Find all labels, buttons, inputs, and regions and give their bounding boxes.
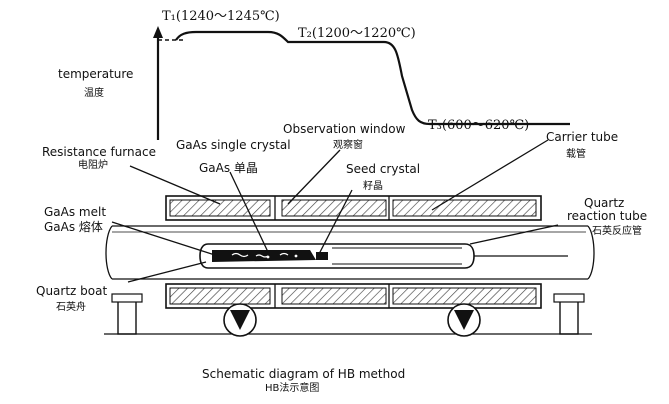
temperature-curve bbox=[175, 30, 570, 126]
label-gaas-single-crystal: GaAs single crystal bbox=[176, 138, 291, 152]
label-seed-crystal-cn: 籽晶 bbox=[363, 180, 383, 192]
label-observation-window: Observation window bbox=[283, 122, 406, 136]
label-gaas-single-crystal-cn: GaAs 单晶 bbox=[199, 161, 258, 175]
lower-furnace bbox=[165, 283, 542, 309]
label-carrier-tube: Carrier tube bbox=[546, 130, 618, 144]
seed-crystal bbox=[316, 252, 328, 260]
label-quartz-reaction-tube-cn: 石英反应管 bbox=[592, 224, 642, 237]
leader-lines bbox=[111, 139, 559, 283]
caption-title-cn: HB法示意图 bbox=[265, 381, 319, 394]
t3-label: T₃(600～620℃) bbox=[428, 118, 529, 133]
upper-furnace bbox=[165, 195, 542, 221]
temperature-axis-arrow bbox=[153, 26, 163, 38]
label-quartz-reaction-tube-1: Quartz bbox=[584, 196, 624, 210]
t1-label: T₁(1240～1245℃) bbox=[162, 9, 280, 24]
label-resistance-furnace-cn: 电阻炉 bbox=[78, 158, 108, 171]
temperature-axis-label-cn: 温度 bbox=[84, 86, 104, 99]
furnace-wheels bbox=[223, 303, 481, 337]
label-observation-window-cn: 观察窗 bbox=[333, 138, 363, 151]
temperature-axis-label: temperature bbox=[58, 67, 133, 81]
temperature-profile bbox=[153, 26, 570, 140]
label-gaas-melt-cn: GaAs 熔体 bbox=[44, 219, 103, 234]
label-gaas-melt: GaAs melt bbox=[44, 205, 106, 219]
label-carrier-tube-cn: 载管 bbox=[566, 147, 586, 160]
label-quartz-boat-cn: 石英舟 bbox=[56, 300, 86, 313]
tube-supports bbox=[104, 293, 592, 335]
gaas-melt bbox=[212, 250, 316, 262]
label-seed-crystal: Seed crystal bbox=[346, 162, 420, 176]
label-quartz-reaction-tube-2: reaction tube bbox=[567, 209, 647, 223]
quartz-reaction-tube bbox=[105, 225, 595, 280]
apparatus bbox=[104, 195, 595, 337]
caption-title: Schematic diagram of HB method bbox=[202, 367, 405, 381]
label-resistance-furnace: Resistance furnace bbox=[42, 145, 156, 159]
label-quartz-boat: Quartz boat bbox=[36, 284, 107, 298]
t2-label: T₂(1200～1220℃) bbox=[298, 26, 416, 41]
